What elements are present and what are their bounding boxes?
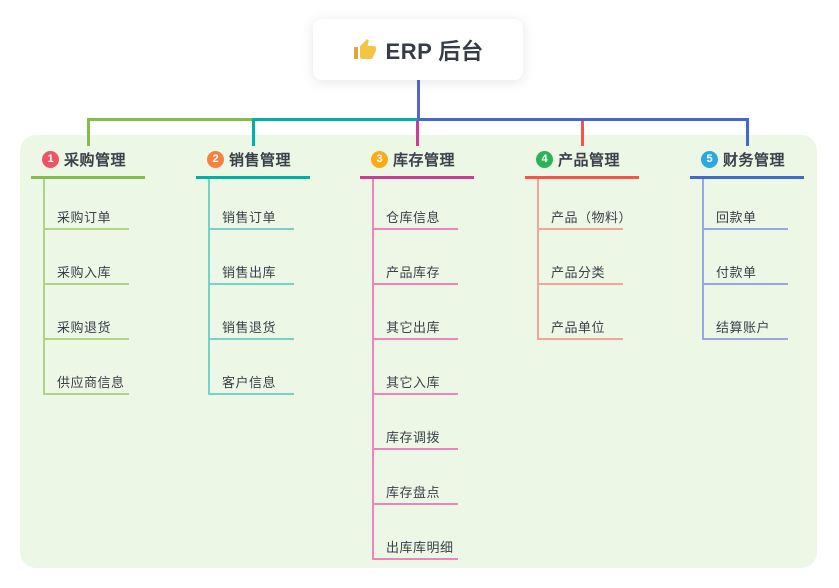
branch-number-badge: 5 — [701, 150, 718, 168]
child-underline — [372, 393, 458, 395]
child-underline — [43, 338, 129, 340]
child-connector-line — [372, 179, 374, 560]
child-underline — [208, 393, 294, 395]
branch-underline — [360, 176, 474, 179]
connector-stub-branch-4 — [580, 118, 584, 146]
child-node[interactable]: 仓库信息 — [386, 210, 441, 225]
child-underline — [537, 283, 623, 285]
child-underline — [372, 558, 458, 560]
root-connector — [417, 80, 420, 121]
root-label: ERP 后台 — [385, 38, 484, 64]
child-node[interactable]: 采购入库 — [57, 265, 112, 280]
child-underline — [537, 228, 623, 230]
child-node[interactable]: 其它出库 — [386, 320, 441, 335]
branch-underline — [690, 176, 804, 179]
child-underline — [43, 393, 129, 395]
child-underline — [372, 228, 458, 230]
branch-number-badge: 1 — [42, 150, 59, 168]
child-underline — [537, 338, 623, 340]
child-node[interactable]: 销售退货 — [222, 320, 277, 335]
branch-title-row[interactable]: 5 财务管理 — [701, 147, 785, 171]
child-underline — [208, 283, 294, 285]
mindmap-background-panel — [20, 135, 817, 568]
branch-underline — [525, 176, 639, 179]
root-node[interactable]: ERP 后台 — [313, 19, 523, 80]
branch-underline — [31, 176, 145, 179]
child-underline — [372, 503, 458, 505]
child-node[interactable]: 销售出库 — [222, 265, 277, 280]
child-connector-line — [702, 179, 704, 340]
child-node[interactable]: 库存调拨 — [386, 430, 441, 445]
child-node[interactable]: 产品（物料） — [551, 210, 633, 225]
child-node[interactable]: 销售订单 — [222, 210, 277, 225]
child-underline — [372, 283, 458, 285]
branch-title-row[interactable]: 4 产品管理 — [536, 147, 620, 171]
child-node[interactable]: 产品库存 — [386, 265, 441, 280]
connector-stub-branch-2 — [251, 118, 255, 146]
child-node[interactable]: 结算账户 — [716, 320, 771, 335]
thumbs-up-icon — [353, 38, 376, 59]
child-underline — [702, 228, 788, 230]
connector-branch-3 — [415, 121, 419, 146]
child-underline — [372, 448, 458, 450]
connector-stub-branch-5 — [745, 118, 749, 146]
child-underline — [702, 283, 788, 285]
child-underline — [208, 228, 294, 230]
branch-title[interactable]: 产品管理 — [558, 151, 621, 169]
child-connector-line — [537, 179, 539, 340]
child-underline — [43, 283, 129, 285]
child-underline — [702, 338, 788, 340]
branch-title-row[interactable]: 3 库存管理 — [371, 147, 455, 171]
branch-title-row[interactable]: 2 销售管理 — [207, 147, 291, 171]
child-connector-line — [43, 179, 45, 395]
branch-title[interactable]: 销售管理 — [229, 151, 292, 169]
child-underline — [43, 228, 129, 230]
branch-number-badge: 3 — [371, 150, 388, 168]
child-node[interactable]: 采购订单 — [57, 210, 112, 225]
child-underline — [208, 338, 294, 340]
child-node[interactable]: 采购退货 — [57, 320, 112, 335]
child-underline — [372, 338, 458, 340]
branch-title-row[interactable]: 1 采购管理 — [42, 147, 126, 171]
child-connector-line — [208, 179, 210, 395]
child-node[interactable]: 出库库明细 — [386, 540, 454, 555]
connector-rail-branch-2 — [251, 118, 420, 121]
branch-number-badge: 4 — [536, 150, 553, 168]
branch-title[interactable]: 采购管理 — [64, 151, 127, 169]
child-node[interactable]: 回款单 — [716, 210, 757, 225]
child-node[interactable]: 其它入库 — [386, 375, 441, 390]
connector-rail-branch-5 — [417, 118, 749, 121]
connector-stub-branch-1 — [86, 118, 90, 146]
branch-title[interactable]: 财务管理 — [723, 151, 786, 169]
branch-title[interactable]: 库存管理 — [393, 151, 456, 169]
child-node[interactable]: 付款单 — [716, 265, 757, 280]
child-node[interactable]: 产品分类 — [551, 265, 606, 280]
child-node[interactable]: 客户信息 — [222, 375, 277, 390]
branch-number-badge: 2 — [207, 150, 224, 168]
child-node[interactable]: 产品单位 — [551, 320, 606, 335]
child-node[interactable]: 库存盘点 — [386, 485, 441, 500]
branch-underline — [196, 176, 310, 179]
child-node[interactable]: 供应商信息 — [57, 375, 125, 390]
